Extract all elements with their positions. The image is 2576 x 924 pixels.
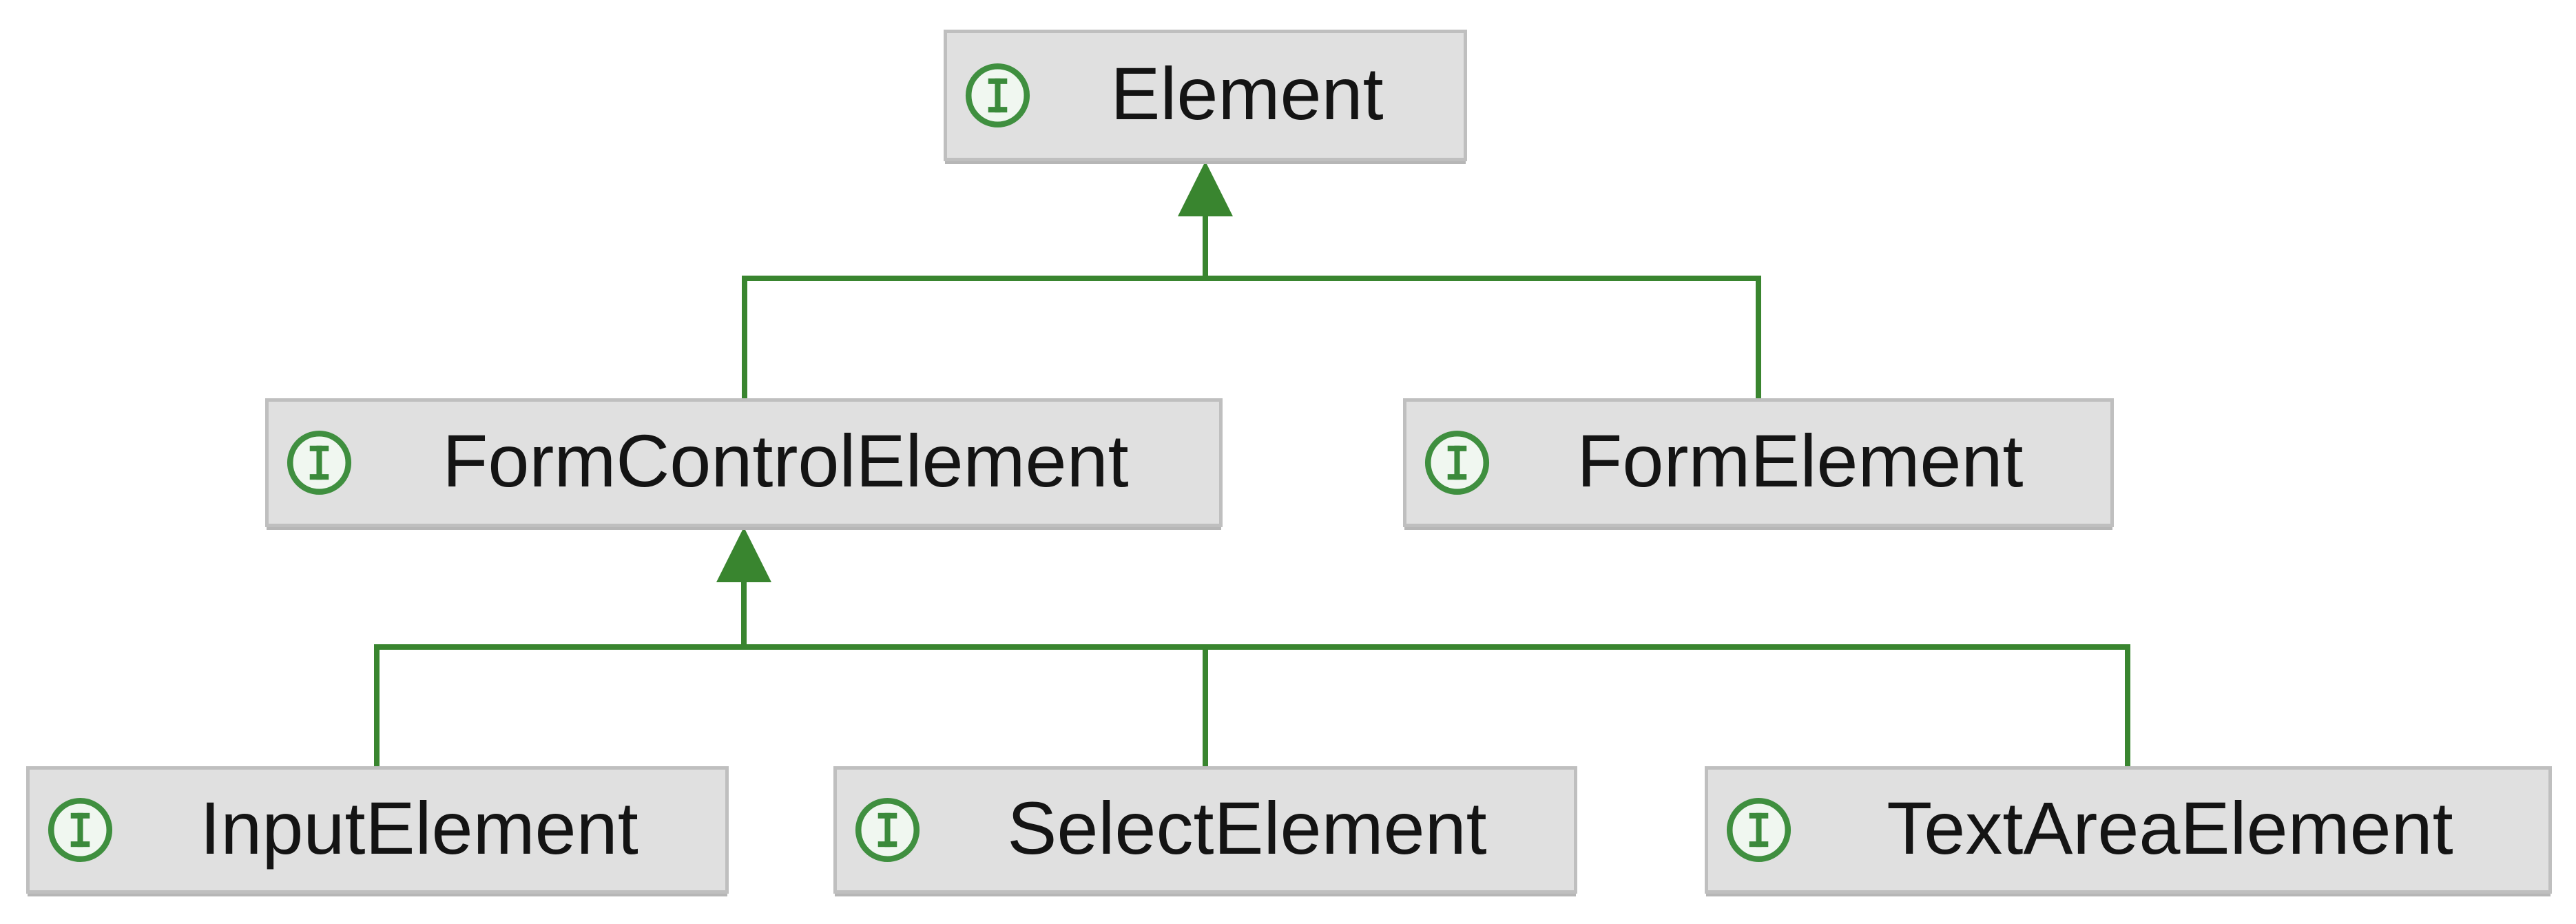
node-formcontrolelement[interactable]: FormControlElement — [265, 398, 1223, 527]
interface-letter-i — [988, 78, 1008, 113]
node-textareaelement[interactable]: TextAreaElement — [1705, 766, 2552, 894]
interface-letter-i — [1447, 445, 1467, 480]
interface-letter-i — [877, 812, 897, 848]
node-element[interactable]: Element — [944, 30, 1467, 161]
edge-bus-formcontrol-children — [374, 644, 2130, 766]
arrowhead-up-formcontrol — [716, 527, 771, 582]
interface-icon — [1726, 797, 1791, 863]
node-label: InputElement — [200, 786, 638, 870]
arrowhead-up-element — [1178, 161, 1233, 216]
interface-icon — [965, 63, 1030, 128]
node-label: FormElement — [1577, 418, 2024, 502]
interface-icon — [855, 797, 920, 863]
node-selectelement[interactable]: SelectElement — [833, 766, 1577, 894]
interface-letter-i — [309, 445, 329, 480]
node-label: SelectElement — [1007, 786, 1487, 870]
node-label: Element — [1110, 51, 1384, 135]
interface-icon — [1424, 430, 1490, 495]
interface-icon — [287, 430, 352, 495]
node-inputelement[interactable]: InputElement — [26, 766, 729, 894]
node-label: TextAreaElement — [1887, 786, 2453, 870]
interface-letter-i — [1749, 812, 1769, 848]
edge-bus-element-children — [742, 276, 1761, 398]
interface-letter-i — [70, 812, 90, 848]
node-formelement[interactable]: FormElement — [1403, 398, 2114, 527]
interface-icon — [48, 797, 113, 863]
node-label: FormControlElement — [442, 418, 1129, 502]
